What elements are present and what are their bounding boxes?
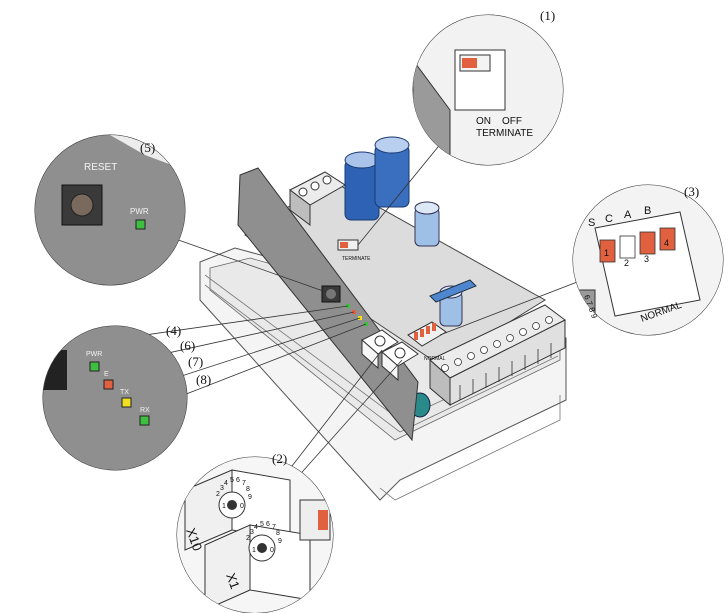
reset-label: RESET [84,162,117,173]
led-e-label: E [104,371,109,378]
capacitor-small-1 [414,201,440,247]
rotary-x10-digit-6: 6 [236,477,240,484]
rotary-x10-digits: 2 3 4 5 6 7 8 9 0 1 [216,477,252,510]
rotary-x1-digit-2: 2 [246,535,250,542]
board-terminate-text: TERMINATE [342,256,371,262]
rotary-x10-digit-0: 0 [240,503,244,510]
terminal-block-right [429,304,566,407]
callout-reset: RESET PWR [34,134,186,286]
reset-pwr-label: PWR [130,207,149,216]
callout-leds: PWR E TX RX [42,325,188,471]
callout-dip-switch: S C A B 1 2 3 4 NORMAL 6 7 8 9 [572,184,724,336]
callout-number-5: (5) [140,140,155,155]
rotary-x10-digit-1: 1 [222,503,226,510]
board-rotary-x1 [381,341,419,382]
board-dip-switch [407,321,447,347]
rotary-x1-digit-8: 8 [276,530,280,537]
board-rotary-x10 [361,329,399,370]
dip-letter-a: A [624,209,632,221]
rotary-x10-digit-3: 3 [220,485,224,492]
rotary-x10-digit-7: 7 [242,480,246,487]
dip-letter-b: B [644,205,651,217]
main-board: TERMINATE NORMAL [199,136,567,501]
rotary-x1-digit-0: 0 [270,547,274,554]
board-reset-button [321,285,341,303]
rotary-x1-digit-4: 4 [254,524,258,531]
rotary-x10-digit-2: 2 [216,491,220,498]
rotary-x1-digit-9: 9 [278,538,282,545]
board-terminate-switch [337,239,359,251]
led-tx-label: TX [120,389,129,396]
dip-number-4: 4 [664,238,669,248]
rotary-x10-digit-9: 9 [248,494,252,501]
led-pwr-label: PWR [86,351,102,358]
rotary-x10-label: X10 [183,526,205,553]
terminate-off-label: OFF [502,116,522,127]
rotary-x1-digit-6: 6 [266,521,270,528]
callout-number-4: (4) [166,323,181,338]
rotary-x10-digit-8: 8 [246,486,250,493]
callout-number-6: (6) [180,338,195,353]
rotary-x1-digit-3: 3 [250,529,254,536]
led-rx-label: RX [140,407,150,414]
callout-number-2: (2) [272,451,287,466]
board-normal-text: NORMAL [424,356,446,362]
rotary-x1-label: X1 [223,571,243,591]
blue-component [429,279,477,303]
dip-number-3: 3 [644,254,649,264]
callout-number-3: (3) [684,184,699,199]
terminal-block-top [289,171,346,226]
rotary-x1-digit-5: 5 [260,521,264,528]
front-panel [237,167,419,442]
terminate-on-label: ON [476,116,491,127]
callout-number-7: (7) [188,354,203,369]
terminate-label: TERMINATE [476,128,533,139]
capacitor-large-1 [344,151,380,221]
callout-terminate: ON OFF TERMINATE [412,14,564,166]
rotary-x10-digit-4: 4 [224,480,228,487]
callout-number-8: (8) [196,372,211,387]
dip-number-1: 1 [604,248,609,258]
callout-rotary: X10 X1 2 3 4 5 6 7 8 9 0 1 2 3 4 5 6 7 8… [176,456,334,613]
dip-number-2: 2 [624,258,629,268]
rotary-x1-digits: 2 3 4 5 6 7 8 9 0 1 [246,521,282,554]
rotary-x10-digit-5: 5 [230,477,234,484]
rotary-x1-digit-1: 1 [252,547,256,554]
capacitor-large-2 [374,136,410,208]
rotary-x1-digit-7: 7 [272,524,276,531]
dip-letter-c: C [605,213,613,225]
callout-number-1: (1) [540,8,555,23]
dip-letter-s: S [588,217,595,229]
